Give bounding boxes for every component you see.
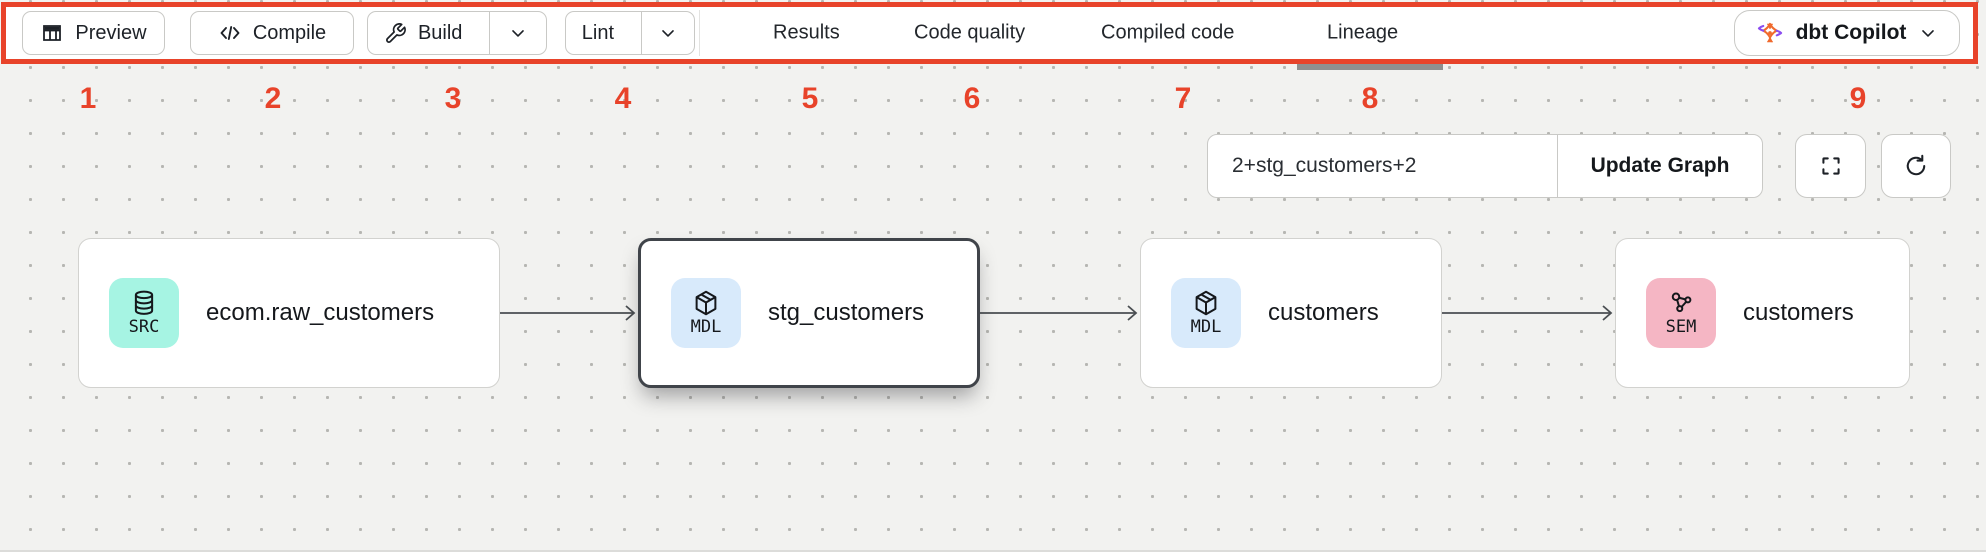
tab-compiled-code[interactable]: Compiled code — [1101, 21, 1235, 44]
tab-results[interactable]: Results — [773, 21, 840, 44]
annotation-number-8: 8 — [1361, 82, 1379, 115]
table-icon — [40, 21, 64, 45]
cube-icon — [691, 288, 721, 318]
active-tab-indicator — [1297, 61, 1443, 70]
compile-button[interactable]: Compile — [190, 11, 354, 55]
lint-dropdown-toggle[interactable] — [640, 12, 694, 54]
dbt-logo-icon — [1756, 19, 1784, 47]
tab-lineage[interactable]: Lineage — [1327, 21, 1399, 44]
fullscreen-button[interactable] — [1795, 134, 1866, 198]
node-label: ecom.raw_customers — [206, 299, 435, 326]
semantic-icon — [1666, 288, 1696, 318]
preview-button-label: Preview — [75, 21, 147, 44]
node-badge-label: MDL — [690, 317, 722, 338]
node-badge-label: SEM — [1665, 317, 1697, 338]
annotation-number-9: 9 — [1849, 82, 1867, 115]
annotation-number-6: 6 — [963, 82, 981, 115]
annotation-number-7: 7 — [1174, 82, 1192, 115]
node-badge-label: SRC — [128, 317, 160, 338]
refresh-graph-button[interactable] — [1881, 134, 1951, 198]
dbt-copilot-button[interactable]: dbt Copilot — [1734, 10, 1960, 56]
build-button-label: Build — [417, 21, 463, 44]
build-button[interactable]: Build — [368, 12, 478, 54]
preview-button[interactable]: Preview — [22, 11, 165, 55]
node-customers-semantic[interactable]: SEM customers — [1615, 238, 1910, 388]
node-label: customers — [1268, 299, 1379, 326]
node-badge-label: MDL — [1190, 317, 1222, 338]
model-badge: MDL — [671, 278, 741, 348]
node-stg-customers[interactable]: MDL stg_customers — [638, 238, 980, 388]
lineage-selector-group: Update Graph — [1207, 134, 1763, 198]
lint-button[interactable]: Lint — [566, 12, 630, 54]
node-customers-model[interactable]: MDL customers — [1140, 238, 1442, 388]
toolbar-annotation-box: Preview Compile Build Lint — [1, 2, 1978, 64]
edge-raw-to-stg — [498, 305, 636, 321]
build-split-button: Build — [367, 11, 547, 55]
model-badge: MDL — [1171, 278, 1241, 348]
lint-button-label: Lint — [581, 21, 615, 44]
compile-button-label: Compile — [252, 21, 327, 44]
annotation-number-2: 2 — [264, 82, 282, 115]
refresh-icon — [1903, 153, 1929, 179]
chevron-down-icon — [658, 23, 678, 43]
node-ecom-raw-customers[interactable]: SRC ecom.raw_customers — [78, 238, 500, 388]
edge-stg-to-customers — [978, 305, 1138, 321]
edge-customers-to-semantic — [1440, 305, 1613, 321]
fullscreen-icon — [1818, 153, 1844, 179]
tab-code-quality[interactable]: Code quality — [914, 21, 1026, 44]
node-label: customers — [1743, 299, 1854, 326]
code-icon — [218, 21, 242, 45]
cube-icon — [1191, 288, 1221, 318]
source-badge: SRC — [109, 278, 179, 348]
annotation-number-3: 3 — [444, 82, 462, 115]
chevron-down-icon — [508, 23, 528, 43]
lineage-selector-input[interactable] — [1208, 135, 1557, 197]
node-label: stg_customers — [768, 299, 925, 326]
toolbar-divider — [699, 10, 700, 56]
chevron-down-icon — [1918, 23, 1938, 43]
annotation-number-4: 4 — [614, 82, 632, 115]
build-dropdown-toggle[interactable] — [489, 12, 546, 54]
annotation-number-5: 5 — [801, 82, 819, 115]
lint-split-button: Lint — [565, 11, 695, 55]
update-graph-button[interactable]: Update Graph — [1557, 135, 1762, 197]
database-icon — [129, 288, 159, 318]
wrench-icon — [384, 22, 407, 45]
annotation-number-1: 1 — [79, 82, 97, 115]
semantic-badge: SEM — [1646, 278, 1716, 348]
dbt-copilot-label: dbt Copilot — [1795, 21, 1907, 44]
